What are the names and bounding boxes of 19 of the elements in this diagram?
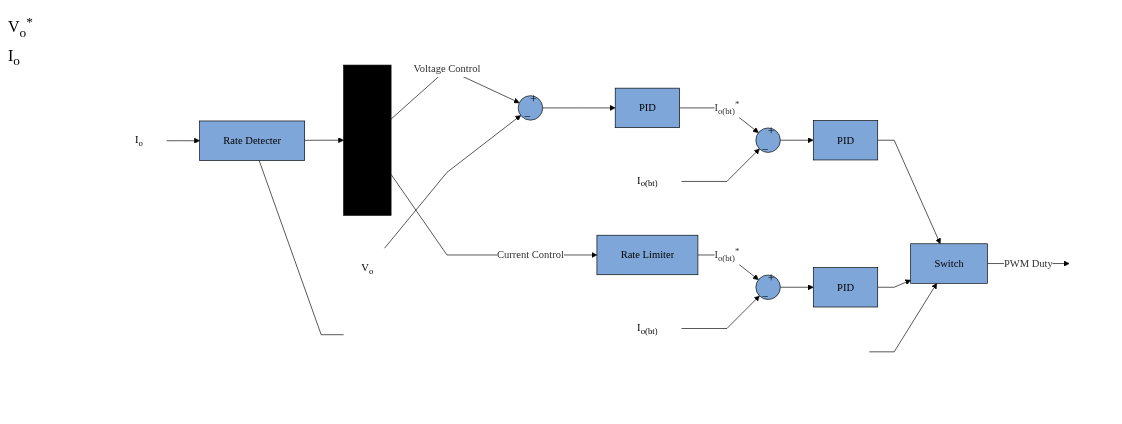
node-box: Rate Detecter	[199, 120, 305, 161]
node-text: I$_{o(bt)}$	[637, 321, 658, 335]
edge-label: PWM Duty	[1003, 257, 1053, 269]
node-text: I$_{o}$	[135, 133, 143, 148]
node-text: V$_{o}$	[361, 261, 374, 276]
node-box: PID	[812, 266, 879, 307]
connector	[258, 159, 344, 335]
node-text: I$_{o(bt)}$	[637, 173, 658, 188]
edge-label: Current Control	[496, 248, 564, 260]
signal-label: I$_{o}$	[8, 46, 21, 69]
node-circle: + −	[755, 274, 781, 300]
node-bar	[343, 64, 392, 216]
node-circle: + −	[517, 94, 543, 120]
node-box: PID	[812, 119, 879, 160]
node-circle: + −	[755, 127, 781, 153]
node-box: Rate Limiter	[596, 234, 699, 275]
node-box: Switch	[910, 242, 988, 284]
edge-label: Voltage Control	[413, 62, 481, 74]
node-box: PID	[614, 87, 680, 128]
